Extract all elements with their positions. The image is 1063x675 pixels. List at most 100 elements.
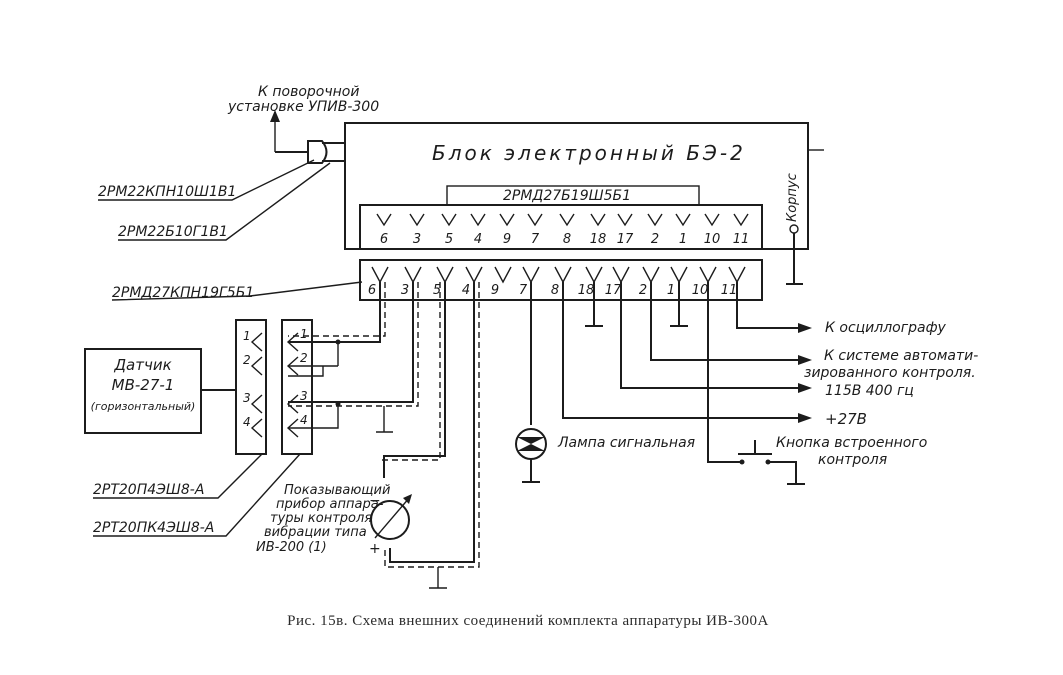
block-top-connector-label: 2РМД27Б19Ш5Б1 bbox=[503, 188, 631, 204]
block-pin-contact bbox=[590, 213, 606, 227]
indicator-needle-head bbox=[403, 494, 412, 504]
block-pin-label: 11 bbox=[733, 232, 750, 247]
block-pin-contact bbox=[470, 213, 486, 227]
arrow-115v bbox=[798, 383, 812, 393]
button-contact-left bbox=[739, 459, 745, 465]
power-27-label: +27В bbox=[825, 410, 867, 428]
signal-wiring bbox=[288, 282, 480, 589]
turntable-label-line2: установке УПИВ-300 bbox=[227, 99, 379, 115]
button-bar bbox=[738, 440, 772, 455]
block-pin-contact bbox=[409, 213, 425, 227]
housing-terminal bbox=[789, 224, 799, 234]
wire-pin6-dash bbox=[288, 282, 386, 337]
block-pin-contact bbox=[675, 213, 691, 227]
indicator-needle bbox=[374, 496, 411, 539]
harness-pin-label: 4 bbox=[462, 283, 470, 298]
turntable-plug bbox=[307, 140, 328, 164]
block-pin-label: 9 bbox=[503, 232, 511, 247]
indicator-line5: ИВ-200 (1) bbox=[256, 540, 327, 555]
indicator-ground bbox=[429, 567, 447, 589]
button-contact-right bbox=[765, 459, 771, 465]
wire-pin3-ground bbox=[376, 406, 393, 433]
sensor-pin-label-b: 3 bbox=[300, 389, 308, 403]
indicator-line4: вибрации типа bbox=[264, 525, 367, 540]
harness-pin-label: 5 bbox=[433, 283, 441, 298]
connector-a-leader bbox=[93, 453, 263, 499]
block-title: Блок электронный БЭ-2 bbox=[432, 141, 746, 165]
figure-caption: Рис. 15в. Схема внешних соединений компл… bbox=[287, 613, 769, 629]
harness-pin-contact bbox=[436, 266, 454, 284]
sensor-pin-contact-a bbox=[250, 418, 263, 438]
oscillograph-label: К осциллографу bbox=[825, 320, 947, 336]
harness-pin-label: 1 bbox=[667, 283, 675, 298]
harness-pin-label: 18 bbox=[578, 283, 595, 298]
wire-27v bbox=[562, 282, 802, 419]
wire-indicator-minus bbox=[383, 282, 446, 478]
block-pin-contact bbox=[559, 213, 575, 227]
sensor-pin-contact-b bbox=[286, 394, 299, 414]
block-pin-label: 1 bbox=[679, 232, 687, 247]
wire-pin3-solid bbox=[288, 282, 414, 403]
wire-button bbox=[707, 282, 740, 463]
turntable-socket bbox=[322, 142, 345, 162]
power-115-label: 115В 400 гц bbox=[825, 383, 914, 399]
block-pin-contact bbox=[704, 213, 720, 227]
harness-body bbox=[359, 259, 763, 301]
indicator-dial bbox=[370, 500, 410, 540]
sensor-line2: МВ-27-1 bbox=[112, 376, 175, 394]
harness-pin-label: 7 bbox=[519, 283, 528, 298]
block-pin-label: 17 bbox=[617, 232, 634, 247]
sensor-line1: Датчик bbox=[113, 356, 171, 374]
housing-label: Корпус bbox=[785, 173, 800, 222]
harness-leader bbox=[111, 281, 363, 301]
block-pin-contact bbox=[499, 213, 515, 227]
sensor-line3: (горизонтальный) bbox=[91, 400, 196, 413]
arrow-oscillograph bbox=[798, 323, 812, 333]
block-pin-contact bbox=[441, 213, 457, 227]
sensor-pin-label-a: 1 bbox=[243, 329, 251, 343]
harness-pin-contact bbox=[554, 266, 572, 284]
harness-pin-label: 3 bbox=[401, 283, 409, 298]
lamp-label: Лампа сигнальная bbox=[557, 435, 695, 451]
harness-pin-contact bbox=[699, 266, 717, 284]
wire-115v bbox=[620, 282, 802, 389]
wire-pin18-ground bbox=[585, 282, 603, 327]
sensor-pin-contact-a bbox=[250, 394, 263, 414]
sensor-pin-label-b: 4 bbox=[300, 413, 308, 427]
block-pin-label: 10 bbox=[704, 232, 721, 247]
block-pin-contact bbox=[376, 213, 392, 227]
harness-pin-contact bbox=[585, 266, 603, 284]
block-pin-label: 18 bbox=[590, 232, 607, 247]
button-label-line1: Кнопка встроенного bbox=[776, 435, 927, 451]
harness-pin-label: 9 bbox=[491, 283, 499, 298]
indicator-line2: прибор аппара- bbox=[276, 497, 384, 512]
block-pin-label: 4 bbox=[474, 232, 482, 247]
output-wiring: Лампа сигнальная +27В 115В 400 гц К сист… bbox=[515, 282, 978, 485]
lamp-fill-bottom bbox=[517, 444, 545, 451]
wire-pin3-dash bbox=[288, 282, 419, 407]
wire-pin4 bbox=[288, 404, 339, 429]
sensor-pin-label-a: 4 bbox=[243, 415, 251, 429]
indicator-line3: туры контроля bbox=[270, 511, 372, 526]
sensor-connector-b bbox=[281, 319, 313, 455]
wire-pin1-ground bbox=[670, 282, 688, 327]
sensor-pin-label-a: 3 bbox=[243, 391, 251, 405]
wire-auto-control bbox=[650, 282, 802, 361]
block-pin-contact bbox=[617, 213, 633, 227]
connector-b-leader bbox=[93, 453, 301, 537]
plug-leader bbox=[98, 159, 315, 201]
block-pin-label: 6 bbox=[380, 232, 388, 247]
indicator-minus: − bbox=[369, 493, 381, 509]
sensor-pin-label-b: 2 bbox=[300, 351, 308, 365]
button-label-line2: контроля bbox=[818, 452, 887, 468]
block-pin-contact bbox=[647, 213, 663, 227]
harness-pin-label: 2 bbox=[639, 283, 647, 298]
connector-b-label: 2РТ20ПК4ЭШ8-А bbox=[93, 520, 214, 536]
harness-pin-label: 8 bbox=[551, 283, 559, 298]
block-pin-label: 3 bbox=[413, 232, 421, 247]
